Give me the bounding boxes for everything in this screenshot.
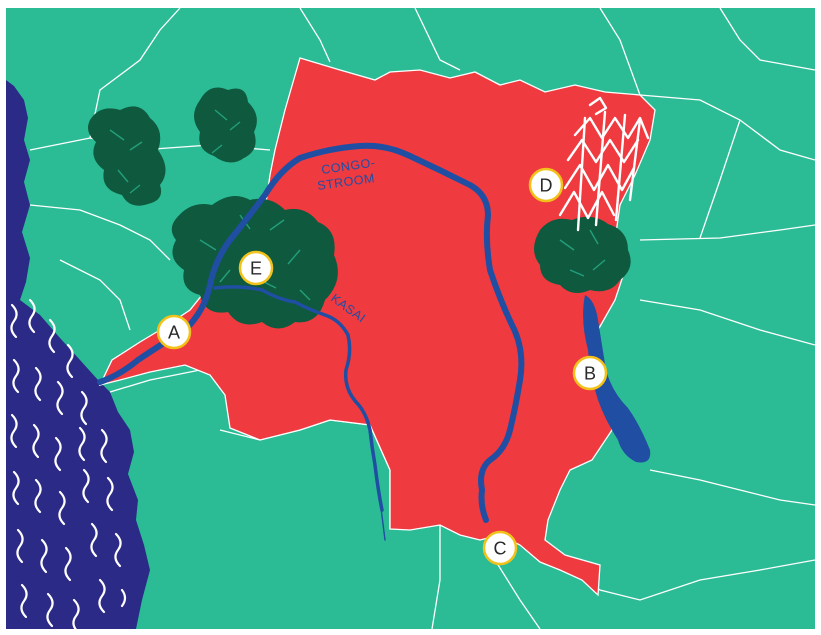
ocean-waves-icon bbox=[10, 298, 127, 629]
marker-d[interactable]: D bbox=[528, 167, 564, 203]
marker-label: C bbox=[494, 539, 507, 559]
marker-a[interactable]: A bbox=[156, 314, 192, 350]
ocean bbox=[6, 80, 150, 629]
marker-circle bbox=[238, 250, 274, 286]
kasai-river bbox=[213, 285, 384, 512]
lake-tanganyika bbox=[583, 295, 651, 463]
marker-circle bbox=[528, 167, 564, 203]
marker-label: D bbox=[540, 176, 553, 196]
marker-circle bbox=[572, 355, 608, 391]
lualaba-branch bbox=[379, 499, 386, 541]
marker-label: E bbox=[250, 259, 262, 279]
marker-e[interactable]: E bbox=[238, 250, 274, 286]
mountains-icon bbox=[558, 96, 650, 232]
dr-congo-country bbox=[98, 57, 656, 597]
marker-circle bbox=[156, 314, 192, 350]
marker-circle bbox=[482, 530, 518, 566]
marker-label: A bbox=[168, 323, 180, 343]
marker-label: B bbox=[584, 364, 596, 384]
rivers bbox=[97, 142, 525, 541]
marker-b[interactable]: B bbox=[572, 355, 608, 391]
forest-texture bbox=[109, 109, 606, 301]
forest-icon bbox=[88, 87, 631, 329]
congo-river bbox=[97, 142, 525, 523]
marker-c[interactable]: C bbox=[482, 530, 518, 566]
